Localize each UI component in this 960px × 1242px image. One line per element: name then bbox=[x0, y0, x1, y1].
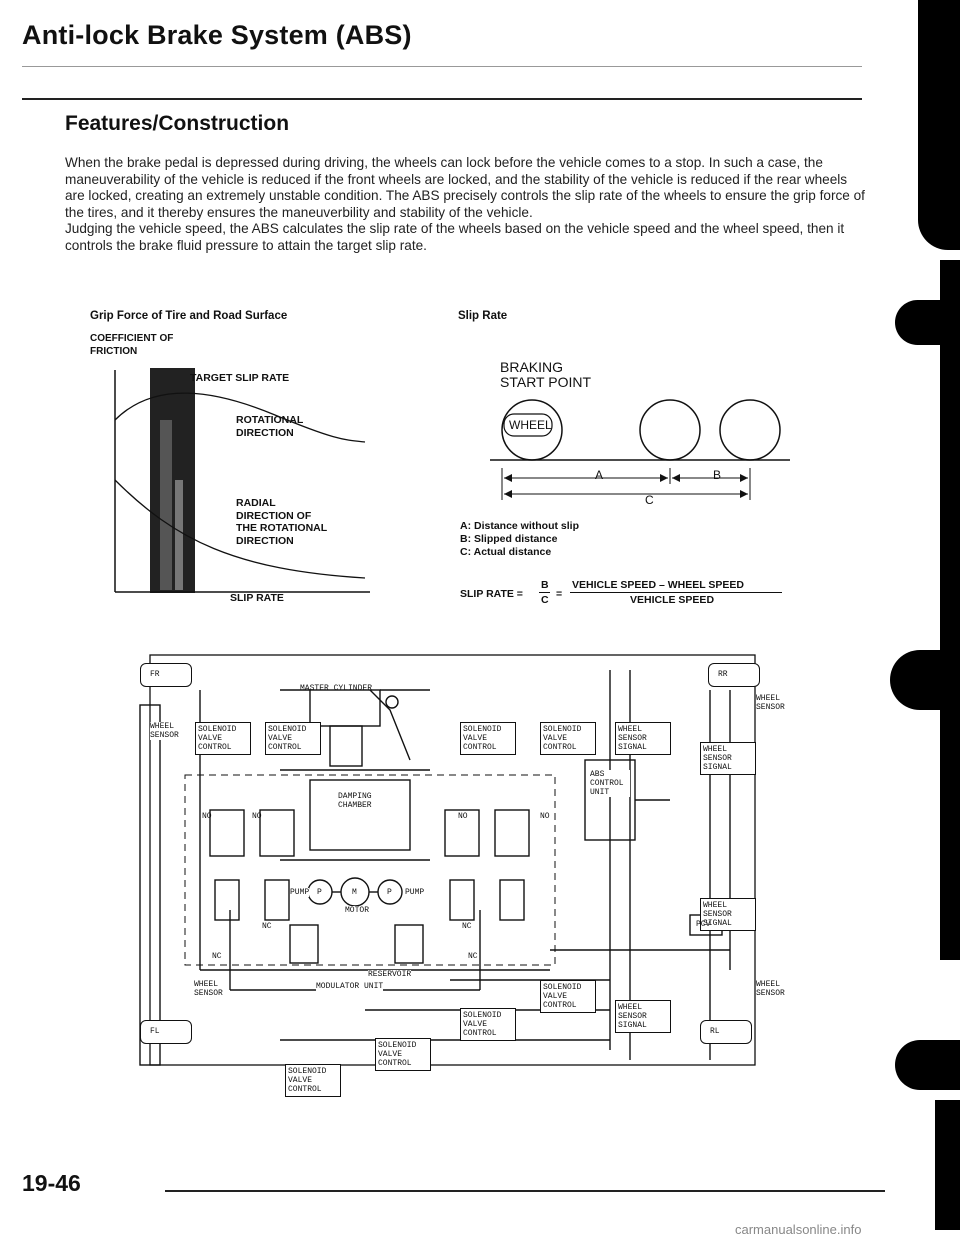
pump-p-left: P bbox=[317, 888, 322, 897]
fr-label: FR bbox=[150, 670, 160, 679]
rr-tag bbox=[708, 663, 760, 687]
solenoid-3: SOLENOID VALVE CONTROL bbox=[460, 722, 516, 755]
slip-figure bbox=[490, 399, 790, 500]
radial-label: RADIAL DIRECTION OF THE ROTATIONAL DIREC… bbox=[236, 497, 327, 547]
rl-tag bbox=[700, 1020, 752, 1044]
formula-right-den: VEHICLE SPEED bbox=[630, 594, 715, 606]
binding-blot bbox=[890, 650, 960, 710]
legend-b: B: Slipped distance bbox=[460, 533, 558, 545]
target-slip-label: TARGET SLIP RATE bbox=[190, 372, 290, 384]
formula-eq: = bbox=[556, 588, 563, 600]
reservoir-label: RESERVOIR bbox=[368, 970, 412, 979]
dim-b: B bbox=[713, 468, 722, 482]
wheel-sensor-fl: WHEEL SENSOR bbox=[194, 980, 228, 998]
grip-figure bbox=[114, 368, 370, 593]
nc-2: NC bbox=[262, 922, 272, 931]
rotational-label: ROTATIONAL DIRECTION bbox=[236, 414, 304, 439]
nc-4: NC bbox=[468, 952, 478, 961]
motor-m: M bbox=[352, 888, 357, 897]
solenoid-4: SOLENOID VALVE CONTROL bbox=[540, 722, 596, 755]
footer-rule bbox=[165, 1190, 885, 1192]
title-rule bbox=[22, 98, 862, 100]
formula-left: SLIP RATE = bbox=[460, 588, 523, 600]
slip-figure-caption: Slip Rate bbox=[458, 310, 508, 322]
solenoid-5: SOLENOID VALVE CONTROL bbox=[540, 980, 596, 1013]
ws-signal-1: WHEEL SENSOR SIGNAL bbox=[615, 722, 671, 755]
wheel-sensor-fr: WHEEL SENSOR bbox=[150, 722, 184, 740]
braking-start-label: BRAKING START POINT bbox=[500, 359, 592, 390]
body-text: When the brake pedal is depressed during… bbox=[65, 155, 865, 254]
abs-control-unit: ABS CONTROL UNIT bbox=[590, 770, 630, 797]
pump-p-right: P bbox=[387, 888, 392, 897]
ws-signal-3: WHEEL SENSOR SIGNAL bbox=[700, 898, 756, 931]
formula-frac-line bbox=[539, 592, 550, 593]
rr-label: RR bbox=[718, 670, 728, 679]
solenoid-8: SOLENOID VALVE CONTROL bbox=[285, 1064, 341, 1097]
binding-blot bbox=[895, 300, 960, 345]
binding-blot bbox=[895, 1040, 960, 1090]
wheel-sensor-rl: WHEEL SENSOR bbox=[756, 980, 790, 998]
wheel-label: WHEEL bbox=[509, 418, 552, 432]
dim-a: A bbox=[595, 468, 604, 482]
solenoid-1: SOLENOID VALVE CONTROL bbox=[195, 722, 251, 755]
binding-blot bbox=[940, 260, 960, 960]
no-4: NO bbox=[540, 812, 550, 821]
fr-tag bbox=[140, 663, 192, 687]
top-rule bbox=[22, 66, 862, 67]
grip-x-label: SLIP RATE bbox=[230, 592, 284, 604]
binding-blot bbox=[918, 0, 960, 250]
motor-label: MOTOR bbox=[345, 906, 370, 915]
dim-c: C bbox=[645, 493, 654, 507]
damping-chamber: DAMPING CHAMBER bbox=[338, 792, 388, 810]
page-title: Anti-lock Brake System (ABS) bbox=[22, 20, 412, 50]
grip-figure-caption: Grip Force of Tire and Road Surface bbox=[90, 310, 288, 322]
legend-c: C: Actual distance bbox=[460, 546, 552, 558]
legend-a: A: Distance without slip bbox=[460, 520, 580, 532]
pcv-label: PCV bbox=[696, 920, 711, 929]
rl-label: RL bbox=[710, 1027, 720, 1036]
nc-3: NC bbox=[462, 922, 472, 931]
formula-num: B bbox=[541, 579, 549, 591]
ws-signal-2: WHEEL SENSOR SIGNAL bbox=[700, 742, 756, 775]
formula-den: C bbox=[541, 594, 549, 606]
page-number: 19-46 bbox=[22, 1170, 81, 1196]
watermark: carmanualsonline.info bbox=[735, 1222, 862, 1237]
wheel-sensor-rr: WHEEL SENSOR bbox=[756, 694, 790, 712]
pump-right-label: PUMP bbox=[405, 888, 425, 897]
nc-1: NC bbox=[212, 952, 222, 961]
section-heading: Features/Construction bbox=[65, 112, 290, 135]
fl-label: FL bbox=[150, 1027, 160, 1036]
no-1: NO bbox=[202, 812, 212, 821]
ws-signal-4: WHEEL SENSOR SIGNAL bbox=[615, 1000, 671, 1033]
grip-y-label: COEFFICIENT OF FRICTION bbox=[90, 333, 174, 357]
no-3: NO bbox=[458, 812, 468, 821]
solenoid-6: SOLENOID VALVE CONTROL bbox=[460, 1008, 516, 1041]
formula-right-num: VEHICLE SPEED – WHEEL SPEED bbox=[572, 579, 744, 591]
solenoid-7: SOLENOID VALVE CONTROL bbox=[375, 1038, 431, 1071]
modulator-label: MODULATOR UNIT bbox=[316, 982, 384, 991]
solenoid-2: SOLENOID VALVE CONTROL bbox=[265, 722, 321, 755]
master-cylinder-label: MASTER CYLINDER bbox=[300, 684, 373, 693]
pump-left-label: PUMP bbox=[290, 888, 310, 897]
paragraph-1: When the brake pedal is depressed during… bbox=[65, 155, 865, 220]
no-2: NO bbox=[252, 812, 262, 821]
formula-right-line bbox=[570, 592, 782, 593]
paragraph-2: Judging the vehicle speed, the ABS calcu… bbox=[65, 221, 845, 253]
binding-blot bbox=[935, 1100, 960, 1230]
fl-tag bbox=[140, 1020, 192, 1044]
